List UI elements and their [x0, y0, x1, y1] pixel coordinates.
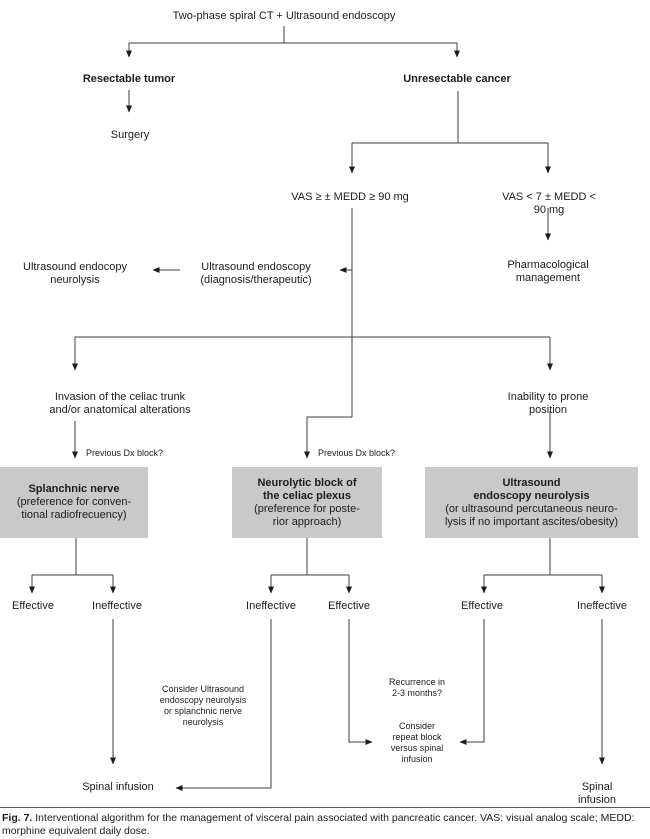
node-spinal-infusion-left: Spinal infusion — [82, 781, 154, 793]
note-consider-ultrasound: Consider Ultrasound endoscopy neurolysis… — [159, 684, 247, 727]
box-ultrasound-endoscopy-neurolysis-title: Ultrasound endoscopy neurolysis — [473, 476, 590, 502]
node-invasion-celiac-trunk: Invasion of the celiac trunk and/or anat… — [49, 391, 191, 416]
figure-caption: Fig. 7. Interventional algorithm for the… — [0, 807, 650, 837]
figure-caption-text: Interventional algorithm for the managem… — [2, 812, 635, 837]
outcome-right-ineffective: Ineffective — [577, 600, 627, 612]
node-resectable-tumor: Resectable tumor — [82, 73, 176, 85]
outcome-left-effective: Effective — [12, 600, 54, 612]
box-neurolytic-block-title: Neurolytic block of the celiac plexus — [257, 476, 357, 502]
node-ultrasound-endoscopy-diagnostic: Ultrasound endoscopy (diagnosis/therapeu… — [200, 261, 312, 286]
outcome-mid-effective: Effective — [328, 600, 370, 612]
node-unresectable-cancer: Unresectable cancer — [403, 73, 511, 85]
note-recurrence: Recurrence in 2-3 months? — [388, 677, 446, 698]
outcome-left-ineffective: Ineffective — [92, 600, 142, 612]
box-splanchnic-nerve-sub: (preference for conven- tional radiofrec… — [16, 496, 132, 521]
node-inability-prone-position: Inability to prone position — [507, 391, 589, 416]
box-ultrasound-endoscopy-neurolysis-sub: (or ultrasound percutaneous neuro- lysis… — [444, 502, 618, 528]
note-consider-repeat-block: Consider repeat block versus spinal infu… — [390, 721, 444, 764]
label-previous-dx-block-left: Previous Dx block? — [86, 448, 164, 458]
outcome-right-effective: Effective — [461, 600, 503, 612]
outcome-mid-ineffective: Ineffective — [246, 600, 296, 612]
node-vas-high: VAS ≥ ± MEDD ≥ 90 mg — [291, 191, 409, 203]
node-pharmacological-management: Pharmacological management — [507, 259, 589, 284]
node-ultrasound-endoscopy-neurolysis: Ultrasound endocopy neurolysis — [23, 261, 127, 286]
node-root: Two-phase spiral CT + Ultrasound endosco… — [172, 10, 396, 22]
box-splanchnic-nerve-title: Splanchnic nerve — [28, 483, 120, 495]
figure-caption-label: Fig. 7. — [2, 812, 33, 824]
box-ultrasound-endoscopy-neurolysis: Ultrasound endoscopy neurolysis (or ultr… — [425, 467, 638, 538]
box-splanchnic-nerve: Splanchnic nerve (preference for conven-… — [0, 467, 148, 538]
box-neurolytic-block-sub: (preference for poste- rior approach) — [254, 502, 360, 528]
label-previous-dx-block-mid: Previous Dx block? — [318, 448, 396, 458]
box-neurolytic-block: Neurolytic block of the celiac plexus (p… — [232, 467, 382, 538]
node-spinal-infusion-right: Spinal infusion — [578, 781, 616, 806]
node-vas-low: VAS < 7 ± MEDD < 90 mg — [502, 191, 596, 216]
node-surgery: Surgery — [110, 129, 150, 141]
